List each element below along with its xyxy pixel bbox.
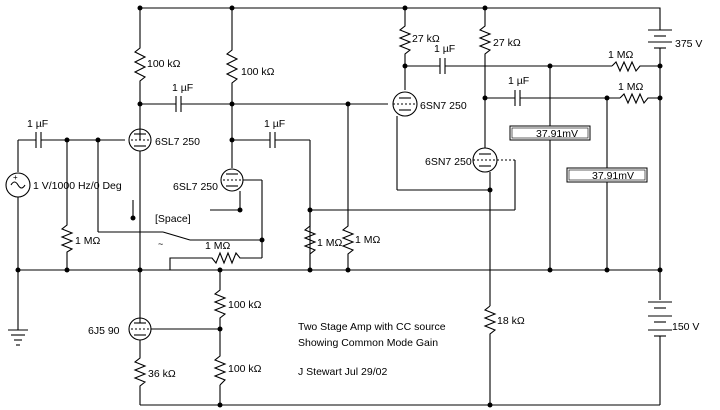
r-load2: 1 MΩ xyxy=(618,81,660,105)
r-load1: 1 MΩ xyxy=(608,49,660,73)
r-cf1-label: 27 kΩ xyxy=(412,33,440,45)
meter-1: 37.91m V xyxy=(509,66,591,270)
r-cc1: 100 kΩ xyxy=(213,270,262,340)
battery-150v: 150 V xyxy=(648,301,699,345)
r-plate2-label: 100 kΩ xyxy=(241,66,275,78)
r-sw: 1 MΩ xyxy=(169,240,263,270)
r-grid3-label: 1 MΩ xyxy=(317,237,343,249)
r-plate1-label: 100 kΩ xyxy=(147,58,181,70)
battery-375v-label: 375 V xyxy=(675,38,702,50)
tube-v3: 6SN7 250 xyxy=(392,91,467,117)
r-cf2-label: 27 kΩ xyxy=(493,37,521,49)
battery-150v-label: 150 V xyxy=(672,321,699,333)
r-18k: 18 kΩ xyxy=(483,305,525,340)
source-label: 1 V/1000 Hz/0 Deg xyxy=(33,180,122,192)
r-grid1-label: 1 MΩ xyxy=(75,235,101,247)
cap-4-label: 1 µF xyxy=(508,75,529,87)
tube-v5-label: 6J5 90 xyxy=(88,325,120,337)
cap-1: 1 µF xyxy=(172,82,388,112)
r-cf2: 27 kΩ xyxy=(478,20,521,148)
r-sw-label: 1 MΩ xyxy=(205,240,231,252)
r-plate1: 100 kΩ xyxy=(133,40,181,140)
cap-in-label: 1 µF xyxy=(27,118,48,130)
r-load1-label: 1 MΩ xyxy=(608,49,634,61)
meter-1-unit: V xyxy=(571,128,578,140)
r-cc3-label: 36 kΩ xyxy=(148,368,176,380)
cap-1-label: 1 µF xyxy=(172,82,193,94)
r-cc1-label: 100 kΩ xyxy=(228,299,262,311)
cap-3: 1 µF xyxy=(434,43,612,74)
meter-2-unit: V xyxy=(627,170,634,182)
r-grid1: 1 MΩ xyxy=(60,140,101,270)
meter-1-value: 37.91m xyxy=(536,128,571,140)
meter-2: 37.91m V xyxy=(566,98,648,270)
svg-text:~: ~ xyxy=(158,239,163,249)
meter-2-value: 37.91m xyxy=(592,170,627,182)
r-load2-label: 1 MΩ xyxy=(618,81,644,93)
r-plate2: 100 kΩ xyxy=(225,40,275,168)
r-cc3: 36 kΩ xyxy=(133,340,176,390)
cap-in: 1 µF xyxy=(18,118,125,148)
ground-rail xyxy=(18,85,661,300)
cap-3-label: 1 µF xyxy=(434,43,455,55)
tube-v1-label: 6SL7 250 xyxy=(155,136,200,148)
tube-v3-label: 6SN7 250 xyxy=(420,100,467,112)
ac-source: + 1 V/1000 Hz/0 Deg xyxy=(5,140,122,346)
r-18k-label: 18 kΩ xyxy=(497,315,525,327)
note-title-line1: Two Stage Amp with CC source xyxy=(298,321,446,333)
r-cf1: 27 kΩ xyxy=(398,20,440,90)
cap-2-label: 1 µF xyxy=(264,118,285,130)
svg-text:+: + xyxy=(13,173,18,182)
note-title-line2: Showing Common Mode Gain xyxy=(298,337,438,349)
note-author: J Stewart Jul 29/02 xyxy=(298,366,387,378)
tube-v2-label: 6SL7 250 xyxy=(173,181,218,193)
tube-v2: 6SL7 250 xyxy=(173,168,244,193)
r-grid4-label: 1 MΩ xyxy=(355,234,381,246)
tube-v4: 6SN7 250 xyxy=(425,147,515,173)
top-rail xyxy=(139,7,661,40)
r-grid3: 1 MΩ xyxy=(303,210,343,270)
junction-dots xyxy=(15,5,663,408)
cap-4: 1 µF xyxy=(508,75,620,106)
bottom-rail xyxy=(139,340,661,406)
cap-2: 1 µF xyxy=(264,118,311,270)
switch-label: [Space] xyxy=(155,213,191,225)
switch[interactable]: [Space] ~ xyxy=(155,213,262,249)
tube-v5: 6J5 90 xyxy=(88,317,152,341)
battery-375v: 375 V xyxy=(648,29,702,85)
tube-v4-label: 6SN7 250 xyxy=(425,156,472,168)
r-grid4: 1 MΩ xyxy=(341,104,381,270)
r-cc2: 100 kΩ xyxy=(213,340,262,386)
r-cc2-label: 100 kΩ xyxy=(228,363,262,375)
